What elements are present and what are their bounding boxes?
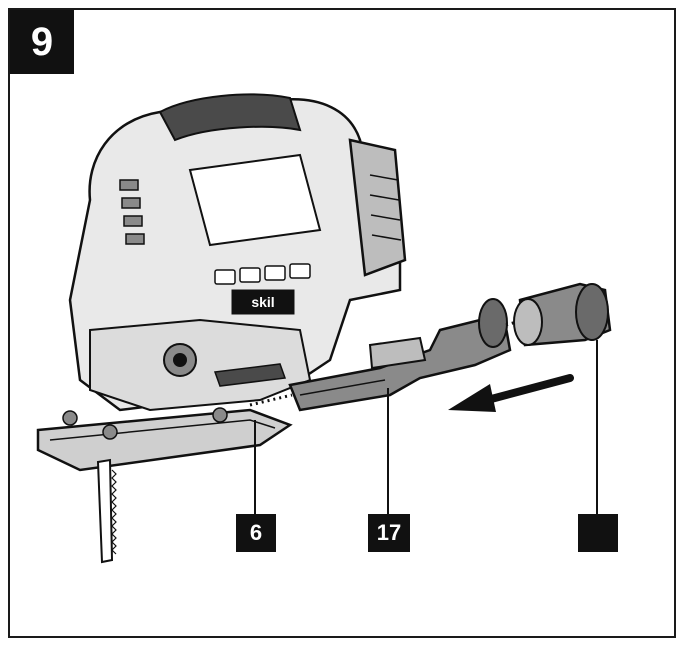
callout-17: 17 [368,514,410,552]
callout-6: 6 [236,514,276,552]
dust-extraction-adapter [288,298,512,412]
figure-number-badge: 9 [10,10,74,74]
brand-logo: skil [251,294,274,310]
vacuum-hose-connector [513,282,612,347]
connection-dotted-line [249,393,293,407]
saw-blade [96,458,117,564]
jigsaw-body: skil [68,93,407,412]
insert-direction-arrow [448,374,574,412]
jigsaw-base-plate [36,407,293,472]
callout-blank [578,514,618,552]
